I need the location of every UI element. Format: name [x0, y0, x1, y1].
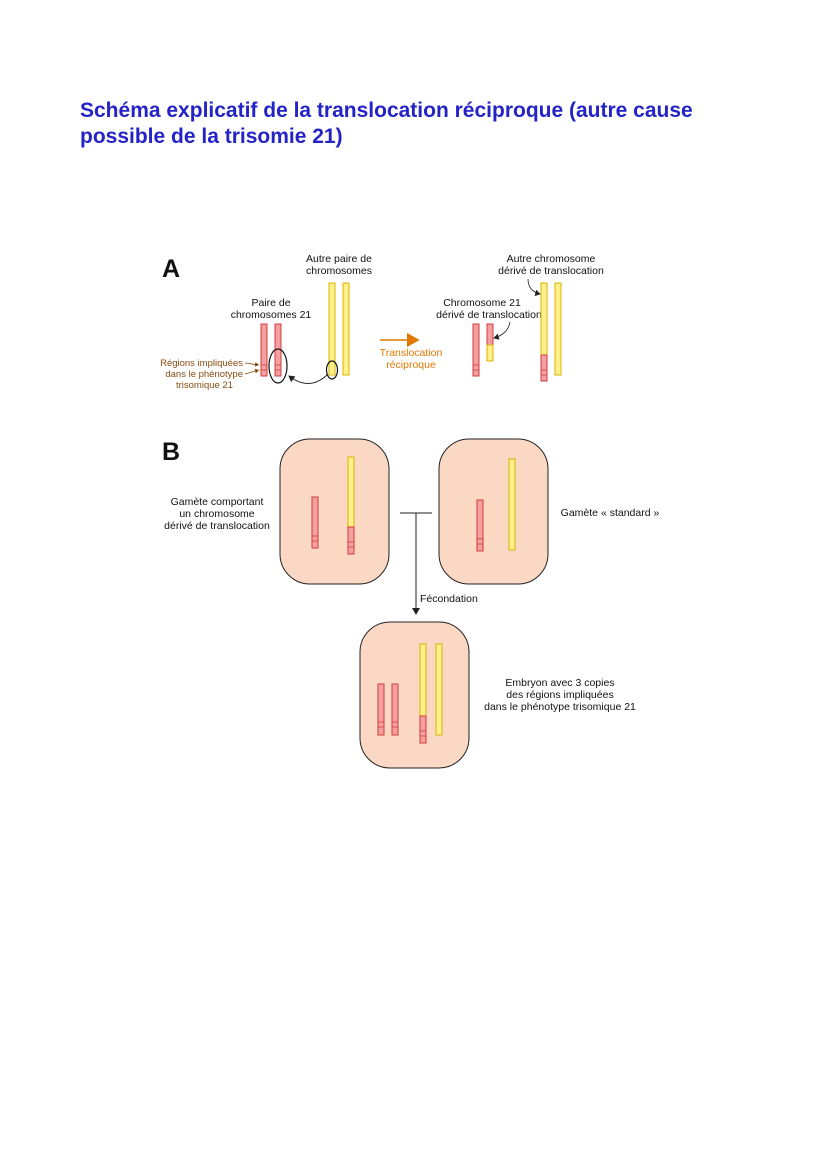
- gamete-right-cell: [438, 438, 549, 585]
- chromosome-21-normal-after: [472, 323, 480, 377]
- embryo-label-line-1: Embryon avec 3 copies: [505, 677, 614, 689]
- regions-label-line-1: Régions impliquées: [160, 358, 243, 369]
- gamete-right-chromosome-21: [476, 499, 484, 552]
- other-chromosome-normal-after: [554, 282, 562, 376]
- derived-other-pointer: [527, 278, 541, 296]
- embryo-chromosome-21-a: [377, 683, 385, 736]
- circled-region-chr21: [268, 348, 288, 384]
- page-title: Schéma explicatif de la translocation ré…: [80, 98, 770, 150]
- chromosome-21-derived: [486, 323, 494, 362]
- embryo-other-chromosome: [435, 643, 443, 736]
- derived21-label-line-1: Chromosome 21: [443, 297, 521, 309]
- embryo-label-line-2: des régions impliquées: [506, 689, 613, 701]
- regions-pointer-1: [244, 362, 260, 367]
- gamete-right-other-chromosome: [508, 458, 516, 551]
- gamete-left-label-line-2: un chromosome: [179, 508, 254, 520]
- derived21-pointer: [493, 321, 511, 340]
- derived-other-label-line-1: Autre chromosome: [507, 253, 596, 265]
- panel-b-letter: B: [162, 438, 180, 466]
- gamete-left-label-line-1: Gamète comportant: [171, 496, 264, 508]
- translocation-label-line-1: Translocation: [380, 347, 443, 359]
- other-chromosome-left: [328, 282, 336, 376]
- other-pair-label-line-1: Autre paire de: [306, 253, 372, 265]
- derived21-label-line-2: dérivé de translocation: [436, 309, 542, 321]
- chromosome-21-left: [260, 323, 268, 377]
- pair21-label-line-2: chromosomes 21: [231, 309, 312, 321]
- title-line-1: Schéma explicatif de la translocation ré…: [80, 99, 693, 122]
- gamete-left-derived-chromosome: [347, 456, 355, 555]
- gamete-left-chromosome-21: [311, 496, 319, 549]
- regions-label-line-3: trisomique 21: [176, 380, 233, 391]
- panel-a: A Autre paire de chromosomes Paire de ch…: [160, 253, 604, 391]
- embryo-derived-chromosome: [419, 643, 427, 744]
- panel-b: B Gamète comportant un chromosome dérivé…: [162, 438, 660, 769]
- translocation-label-line-2: réciproque: [386, 359, 436, 371]
- title-line-2: possible de la trisomie 21): [80, 125, 343, 148]
- regions-pointer-2: [244, 368, 260, 375]
- derived-other-label-line-2: dérivé de translocation: [498, 265, 604, 277]
- regions-label-line-2: dans le phénotype: [165, 369, 243, 380]
- circled-region-other: [325, 360, 339, 380]
- pair21-label-line-1: Paire de: [251, 297, 290, 309]
- embryo-cell: [359, 621, 470, 769]
- other-chromosome-right: [342, 282, 350, 376]
- gamete-left-cell: [279, 438, 390, 585]
- embryo-label-line-3: dans le phénotype trisomique 21: [484, 701, 636, 713]
- panel-a-letter: A: [162, 255, 180, 283]
- gamete-left-label-line-3: dérivé de translocation: [164, 520, 270, 532]
- other-chromosome-derived: [540, 282, 548, 382]
- other-pair-label-line-2: chromosomes: [306, 265, 372, 277]
- exchange-arrow: [288, 373, 329, 384]
- embryo-chromosome-21-b: [391, 683, 399, 736]
- fertilization-label: Fécondation: [420, 593, 478, 605]
- gamete-right-label: Gamète « standard »: [561, 507, 660, 519]
